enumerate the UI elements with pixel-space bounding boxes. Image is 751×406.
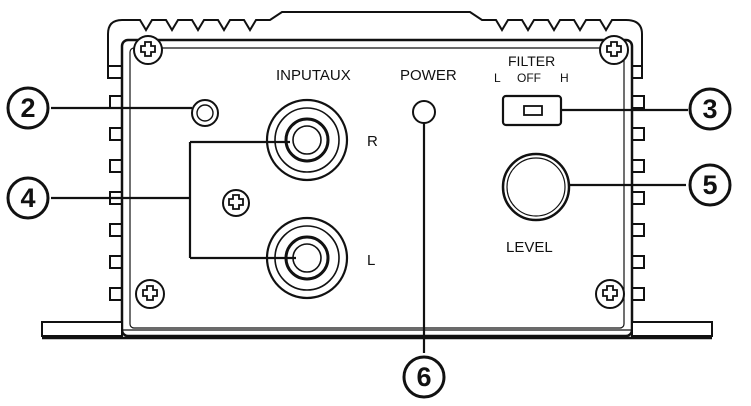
label-filter: FILTER xyxy=(508,53,555,69)
label-channel-l: L xyxy=(367,252,375,269)
screw-bottom-left-icon xyxy=(135,279,165,309)
side-fins-right xyxy=(632,65,645,301)
callout-5-number: 5 xyxy=(702,170,717,200)
callout-6: 6 xyxy=(402,355,446,399)
power-led xyxy=(412,100,436,124)
label-filter-l: L xyxy=(494,71,501,85)
face-plate-inner xyxy=(129,47,625,329)
label-input-aux: INPUTAUX xyxy=(276,67,351,84)
screw-top-right-icon xyxy=(599,35,629,65)
callout-2: 2 xyxy=(6,86,50,130)
callout-2-number: 2 xyxy=(20,93,35,123)
callout-3-number: 3 xyxy=(702,94,717,124)
base-flange xyxy=(41,321,713,337)
label-filter-off: OFF xyxy=(517,71,541,85)
ground-hole xyxy=(191,99,219,127)
callout-4: 4 xyxy=(6,176,50,220)
callout-6-number: 6 xyxy=(416,362,431,392)
label-channel-r: R xyxy=(367,133,378,150)
label-level: LEVEL xyxy=(506,239,553,256)
side-fins-left xyxy=(107,65,122,301)
heatsink-fins xyxy=(107,11,643,66)
callout-3: 3 xyxy=(688,87,732,131)
label-filter-h: H xyxy=(560,71,569,85)
screw-bottom-right-icon xyxy=(595,279,625,309)
leader-lines xyxy=(51,106,688,353)
screw-center-left-icon xyxy=(222,189,250,217)
callout-5: 5 xyxy=(688,163,732,207)
filter-switch xyxy=(501,94,563,127)
screw-top-left-icon xyxy=(133,35,163,65)
rca-jack-r xyxy=(265,98,349,182)
callout-4-number: 4 xyxy=(20,183,35,213)
level-knob xyxy=(501,152,571,222)
label-power: POWER xyxy=(400,67,457,84)
